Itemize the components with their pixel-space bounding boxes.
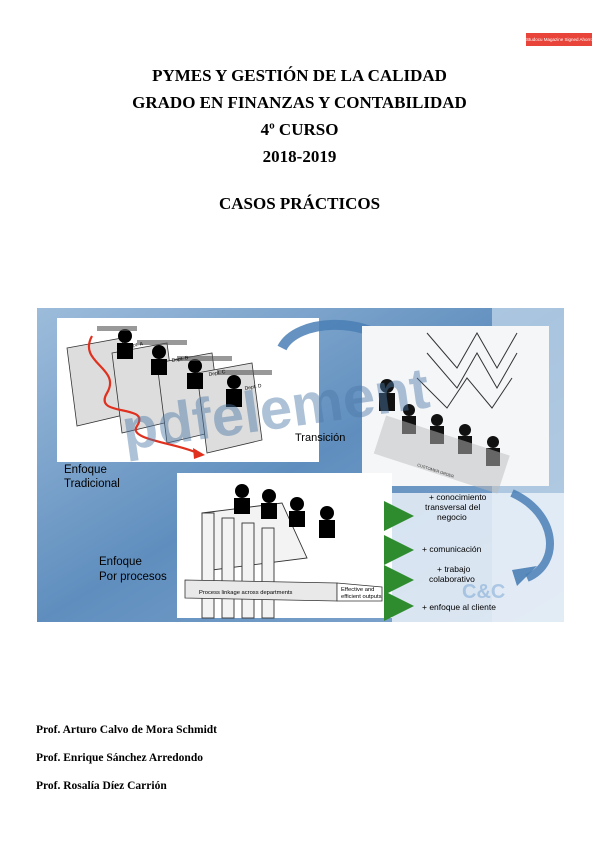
benefit-4: + enfoque al cliente <box>422 602 496 612</box>
document-title: PYMES Y GESTIÓN DE LA CALIDAD GRADO EN F… <box>0 62 599 170</box>
benefit-2: + comunicación <box>422 544 482 554</box>
benefit-3-line-1: + trabajo <box>437 564 471 574</box>
benefit-1-line-2: transversal del <box>425 502 480 512</box>
degree-title: GRADO EN FINANZAS Y CONTABILIDAD <box>132 93 467 112</box>
enfoque-procesos-label-1: Enfoque <box>99 556 142 568</box>
subtitle: CASOS PRÁCTICOS <box>218 194 381 213</box>
dept-c-label: Dept. C <box>208 369 226 378</box>
author-2: Prof. Enrique Sánchez Arredondo <box>36 752 203 764</box>
authors-list: Prof. Arturo Calvo de Mora Schmidt Prof.… <box>36 716 217 800</box>
enfoque-procesos-label-2: Por procesos <box>99 571 167 583</box>
academic-year: 2018-2019 <box>262 147 337 166</box>
feedback-arrow-icon <box>510 489 554 582</box>
enfoque-tradicional-label-2: Tradicional <box>64 478 120 490</box>
red-process-path <box>87 335 198 454</box>
benefit-1-line-1: + conocimiento <box>429 492 487 502</box>
enfoque-tradicional-label-1: Enfoque <box>64 464 107 476</box>
benefit-3-line-2: colaborativo <box>429 574 475 584</box>
signature-stamp: Studocu Magazine Signed Ahorro <box>526 33 592 46</box>
course-year: 4º CURSO <box>260 120 339 139</box>
benefit-arrows <box>384 501 414 621</box>
process-approach-figure: Dept. A Dept. B Dept. C Dept. D CUSTOMER… <box>37 308 564 622</box>
benefit-1-line-3: negocio <box>437 512 467 522</box>
author-3: Prof. Rosalía Díez Carrión <box>36 780 167 792</box>
author-1: Prof. Arturo Calvo de Mora Schmidt <box>36 724 218 736</box>
dept-a-label: Dept. A <box>126 341 144 350</box>
logo-watermark: C&C <box>462 581 505 603</box>
process-band-label: Process linkage across departments <box>199 590 293 596</box>
dept-b-label: Dept. B <box>171 355 189 364</box>
effective-label-1: Effective and <box>341 587 374 593</box>
effective-label-2: efficient outputs <box>341 594 382 600</box>
process-figure-svg: Dept. A Dept. B Dept. C Dept. D CUSTOMER… <box>37 308 564 622</box>
dept-d-label: Dept. D <box>244 383 262 392</box>
course-title: PYMES Y GESTIÓN DE LA CALIDAD <box>152 66 447 85</box>
transicion-label: Transición <box>295 432 345 444</box>
